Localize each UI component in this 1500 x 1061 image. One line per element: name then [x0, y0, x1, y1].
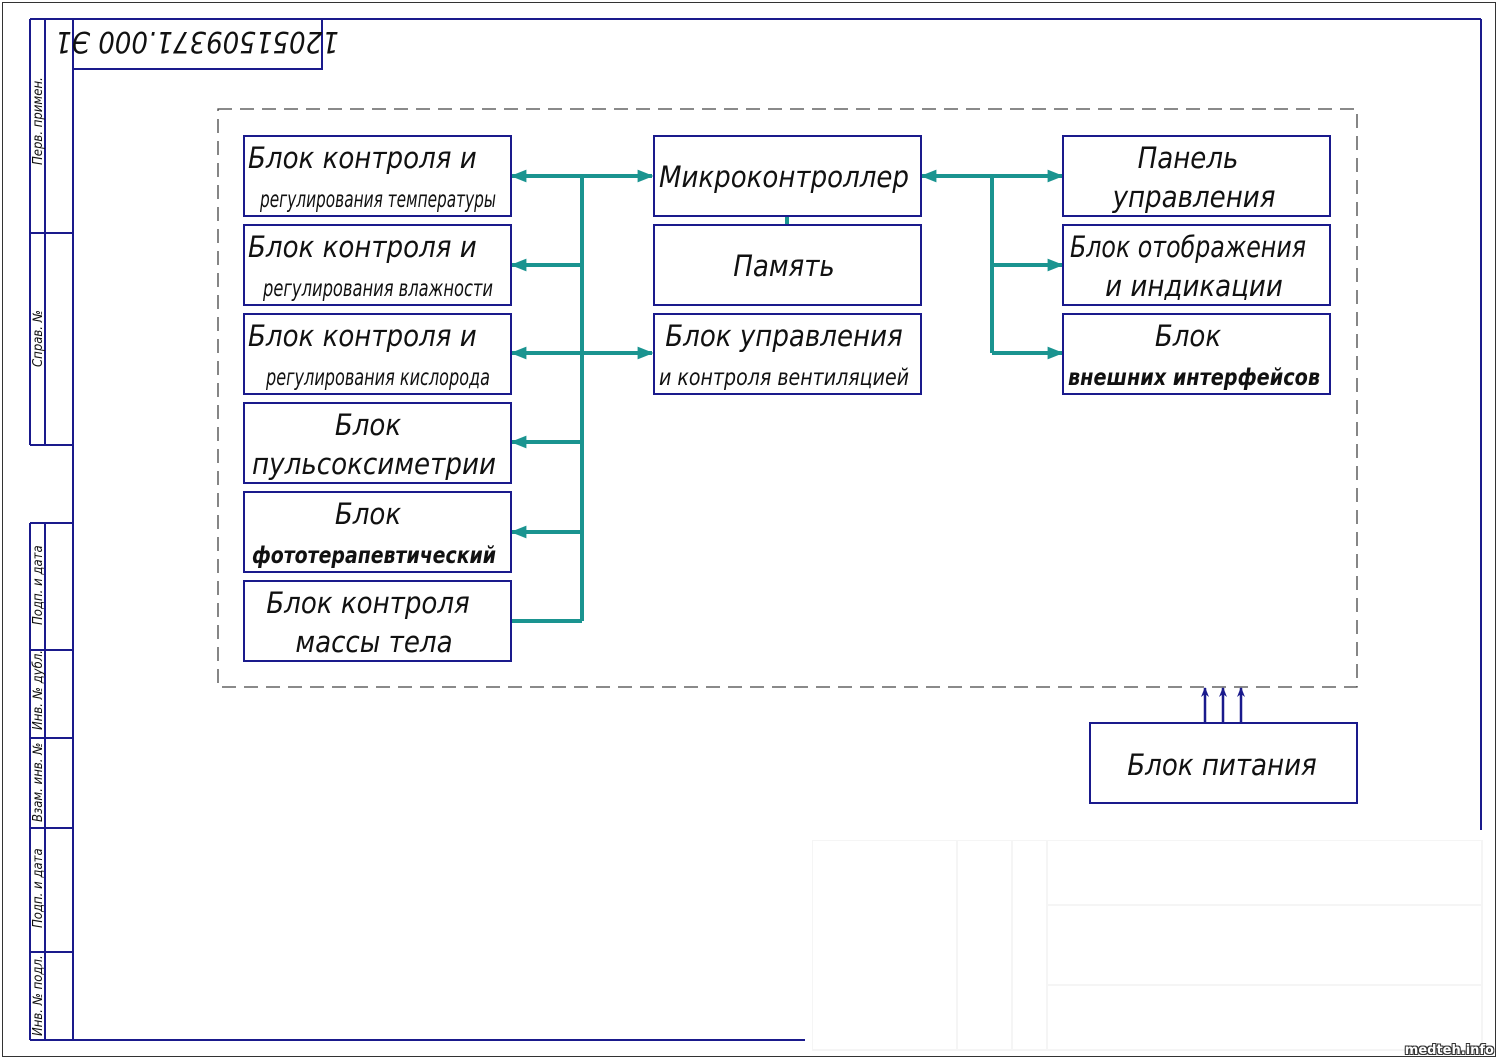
block-ventilation: [653, 313, 922, 395]
label-podp-data-1: Подп. и дата: [31, 545, 46, 625]
body-mass-line2: массы тела: [295, 625, 452, 659]
block-humidity: [243, 224, 512, 306]
memory-label: Память: [733, 249, 835, 283]
drawing-frame: [30, 18, 1482, 1041]
microcontroller-label: Микроконтроллер: [659, 160, 909, 194]
erased-title-block: [812, 840, 1483, 1051]
block-power-supply: [1089, 722, 1358, 804]
power-arrows: [1201, 687, 1245, 722]
label-podp-data-2: Подп. и дата: [31, 848, 46, 928]
block-phototherapy: [243, 491, 512, 573]
block-microcontroller: [653, 135, 922, 217]
block-memory: [653, 224, 922, 306]
ventilation-line1: Блок управления: [665, 319, 902, 353]
ventilation-line2: и контроля вентиляцией: [659, 365, 909, 391]
interfaces-line1: Блок: [1155, 319, 1222, 353]
side-table: [29, 18, 73, 1040]
block-oxygen: [243, 313, 512, 395]
block-body-mass: [243, 580, 512, 662]
label-inv-no-dubl: Инв. № дубл.: [31, 650, 46, 730]
block-temperature: [243, 135, 512, 217]
oxygen-line1: Блок контроля и: [248, 319, 477, 353]
temperature-line1: Блок контроля и: [248, 141, 477, 175]
control-panel-line1: Панель: [1138, 141, 1239, 175]
block-pulse-oximetry: [243, 402, 512, 484]
connectors: [510, 169, 1064, 623]
label-inv-no-podl: Инв. № подл.: [31, 955, 46, 1036]
phototherapy-line1: Блок: [335, 497, 402, 531]
display-line2: и индикации: [1105, 269, 1283, 303]
display-line1: Блок отображения: [1070, 230, 1306, 264]
body-mass-line1: Блок контроля: [266, 586, 469, 620]
label-sprav-no: Справ. №: [31, 310, 46, 367]
pulse-oximetry-line1: Блок: [335, 408, 402, 442]
humidity-line2: регулирования влажности: [262, 276, 493, 302]
watermark: medteh.info: [1404, 1043, 1494, 1058]
humidity-line1: Блок контроля и: [248, 230, 477, 264]
stamp-code: 12051509371.000 Э1: [55, 25, 339, 59]
phototherapy-line2: фототерапевтический: [252, 543, 496, 569]
stamp-box: [72, 18, 323, 70]
interfaces-line2: внешних интерфейсов: [1068, 365, 1320, 391]
control-panel-line2: управления: [1112, 180, 1276, 214]
block-display: [1062, 224, 1331, 306]
block-control-panel: [1062, 135, 1331, 217]
pulse-oximetry-line2: пульсоксиметрии: [252, 447, 496, 481]
block-interfaces: [1062, 313, 1331, 395]
oxygen-line2: регулирования кислорода: [265, 365, 490, 391]
temperature-line2: регулирования температуры: [259, 187, 496, 213]
label-perv-primen: Перв. примен.: [31, 77, 46, 165]
power-supply-label: Блок питания: [1127, 748, 1316, 782]
label-vzam-inv-no: Взам. инв. №: [31, 743, 46, 822]
